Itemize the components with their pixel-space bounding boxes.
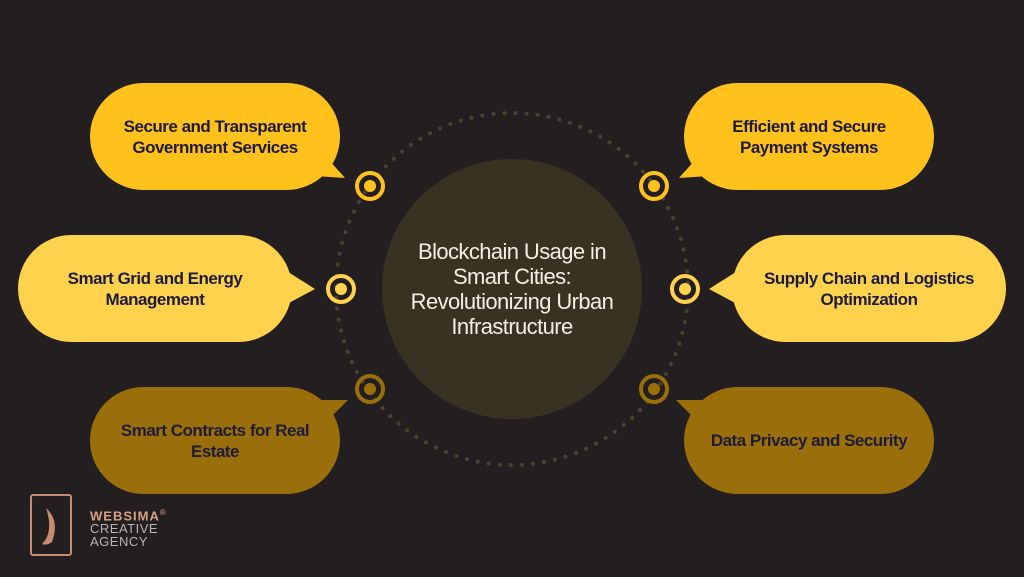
tail-2	[285, 270, 315, 305]
bubble-label: Secure and Transparent Government Servic…	[123, 116, 307, 157]
target-icon-4	[639, 171, 669, 201]
target-icon-2	[326, 274, 356, 304]
bubble-label: Efficient and Secure Payment Systems	[732, 116, 886, 157]
bubble-label: Smart Contracts for Real Estate	[120, 420, 310, 461]
logo-icon	[30, 494, 72, 556]
tail-5	[709, 270, 739, 305]
bubble-data-privacy: Data Privacy and Security	[684, 387, 934, 494]
brand-name: WEBSIMA	[90, 508, 160, 524]
brand-logo: WEBSIMA® CREATIVE AGENCY	[90, 506, 166, 548]
bubble-government-services: Secure and Transparent Government Servic…	[90, 83, 340, 190]
center-title-circle: Blockchain Usage in Smart Cities: Revolu…	[382, 159, 642, 419]
bubble-payment-systems: Efficient and Secure Payment Systems	[684, 83, 934, 190]
target-icon-3	[355, 374, 385, 404]
target-icons	[326, 171, 700, 404]
bubble-smart-contracts: Smart Contracts for Real Estate	[90, 387, 340, 494]
page-title: Blockchain Usage in Smart Cities: Revolu…	[410, 239, 614, 339]
target-icon-6	[639, 374, 669, 404]
bubble-smart-grid: Smart Grid and Energy Management	[18, 235, 292, 342]
brand-line2: CREATIVE	[90, 521, 159, 537]
bubble-label: Supply Chain and Logistics Optimization	[764, 268, 974, 309]
bubble-label: Data Privacy and Security	[710, 431, 908, 450]
bubble-supply-chain: Supply Chain and Logistics Optimization	[732, 235, 1006, 342]
brand-reg: ®	[159, 508, 166, 517]
target-icon-5	[670, 274, 700, 304]
target-icon-1	[355, 171, 385, 201]
brand-line3: AGENCY	[90, 534, 148, 550]
bubble-label: Smart Grid and Energy Management	[67, 268, 243, 309]
